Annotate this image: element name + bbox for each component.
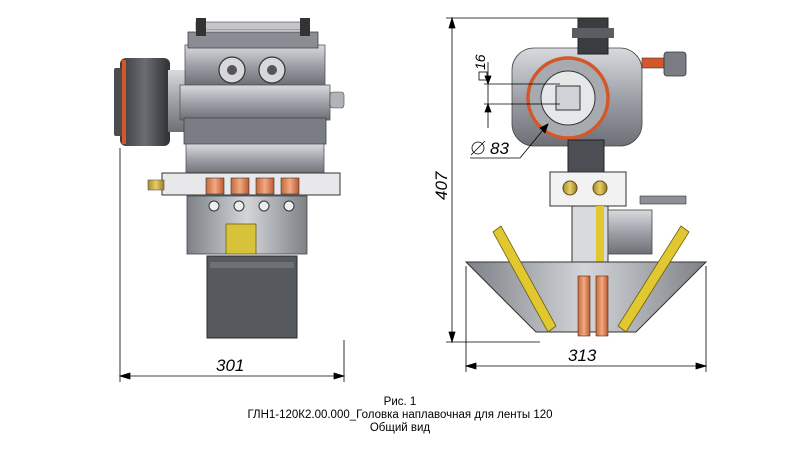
side-bracket [607, 209, 653, 255]
motor-cap [114, 68, 124, 136]
middle-block [179, 84, 331, 121]
lower-housing [185, 143, 325, 175]
side-rod [639, 195, 687, 205]
dimension-square [478, 62, 560, 128]
copper-pad-4 [280, 177, 300, 195]
roller-left-hub [227, 65, 237, 75]
stem [567, 139, 605, 173]
clamp-bolt-2 [233, 200, 245, 212]
copper-pad-2 [230, 177, 250, 195]
roller-right-hub [267, 65, 277, 75]
dimension-label-301: 301 [216, 356, 244, 375]
dimension-diameter [470, 123, 549, 159]
copper-pad-1 [205, 177, 225, 195]
guide-yellow-strip [596, 206, 604, 276]
copper-pad-3 [255, 177, 275, 195]
front-view [114, 18, 345, 339]
copper-nozzle-right [595, 275, 609, 337]
motor-body [120, 58, 170, 146]
dimension-label-16: 16 [472, 54, 488, 70]
yellow-plate [225, 223, 257, 255]
dimension-label-407: 407 [432, 171, 451, 200]
bar-end-left [147, 179, 165, 191]
top-housing [184, 44, 326, 86]
spool-clamp-cap [572, 28, 614, 38]
side-knob [329, 91, 345, 109]
dimension-side-width [464, 266, 708, 372]
brass-fitting-right [592, 180, 608, 196]
dimension-front-width [118, 148, 346, 382]
dimension-height [446, 16, 578, 344]
dimension-label-313: 313 [568, 346, 597, 365]
clamp-bolt-3 [258, 200, 270, 212]
brass-fitting-left [562, 180, 578, 196]
clamp-bolt-1 [208, 200, 220, 212]
dimension-label-83: 83 [490, 139, 509, 158]
center-square [555, 85, 581, 111]
copper-nozzle-left [577, 275, 591, 337]
adjust-screw [641, 57, 665, 69]
top-rod [195, 21, 309, 31]
torch-block [549, 171, 627, 207]
top-clip-right [300, 18, 310, 36]
figure-caption: Рис. 1 ГЛН1-120К2.00.000_Головка наплаво… [0, 396, 800, 435]
tape-guide-right [617, 225, 690, 333]
adjust-knob [663, 51, 687, 77]
figure-title: ГЛН1-120К2.00.000_Головка наплавочная дл… [247, 409, 553, 421]
gear-band [183, 117, 327, 145]
side-view [464, 17, 708, 337]
top-clip-left [196, 18, 206, 36]
clamp-bolt-4 [283, 200, 295, 212]
motor-stripe [122, 60, 126, 144]
cross-bar [161, 172, 341, 196]
nozzle-box [206, 255, 298, 339]
figure-view: Общий вид [369, 422, 431, 434]
top-bar [187, 31, 319, 49]
tape-guide-left [492, 225, 557, 333]
figure-label: Рис. 1 [383, 396, 417, 408]
nozzle-box-shade [210, 262, 294, 268]
